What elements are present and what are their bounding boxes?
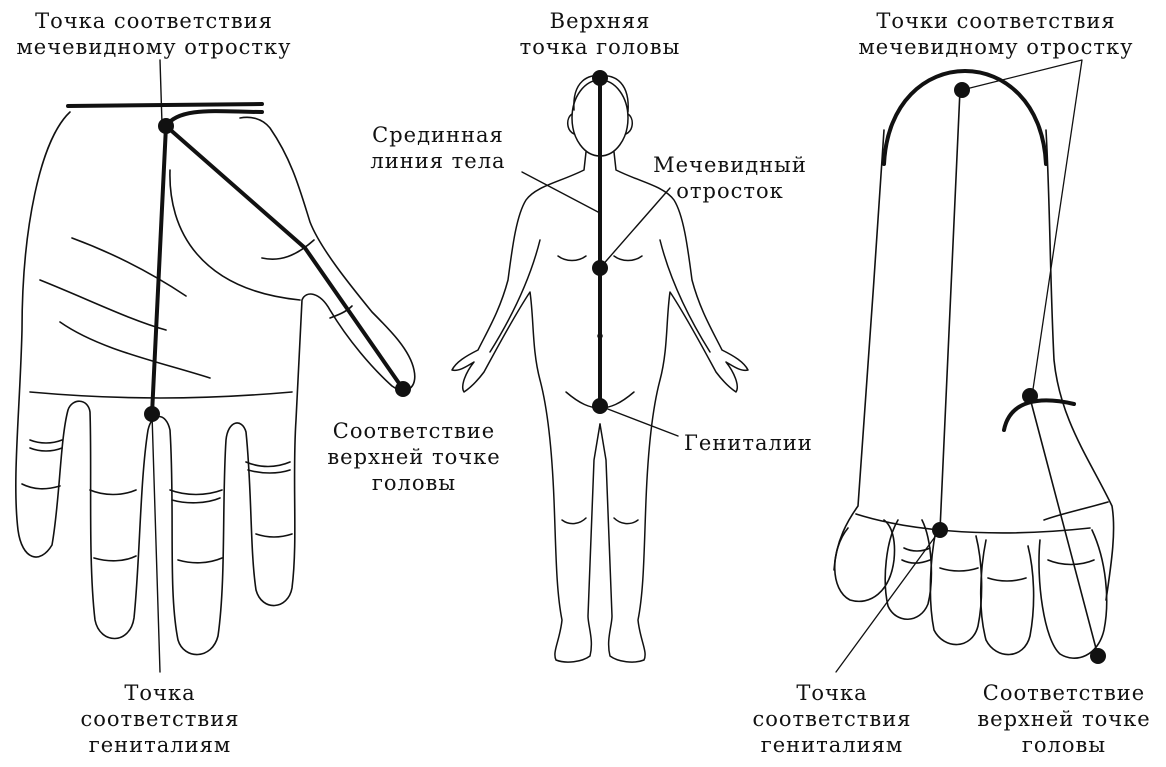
foot-left-edge bbox=[834, 130, 884, 570]
body-genitals-pointer bbox=[600, 406, 678, 436]
foot-points bbox=[932, 82, 1106, 664]
foot-big-toe-line bbox=[1030, 398, 1098, 656]
body-left-side bbox=[452, 152, 600, 662]
foot-toe bbox=[930, 530, 981, 645]
hand-drawing bbox=[16, 112, 415, 655]
hand-crease bbox=[170, 490, 222, 495]
hand-correspondence-lines bbox=[68, 104, 403, 414]
body-chest bbox=[614, 256, 642, 261]
hand-genitals-pointer bbox=[152, 414, 160, 672]
hand-thumb-arc bbox=[166, 111, 262, 126]
foot-midline bbox=[940, 90, 960, 530]
foot-crease bbox=[940, 568, 978, 571]
label-body-xiphoid: Мечевидный отросток bbox=[650, 152, 810, 204]
hand-wrist-bar bbox=[68, 104, 262, 106]
hand-crease bbox=[30, 448, 62, 451]
hand-crease bbox=[256, 534, 292, 537]
label-foot-genitals: Точка соответствия гениталиям bbox=[752, 680, 912, 758]
hand-outline bbox=[16, 112, 415, 655]
foot-crease bbox=[1048, 560, 1094, 565]
hand-midline bbox=[152, 126, 166, 414]
body-right-side bbox=[600, 152, 748, 662]
hand-crease bbox=[30, 440, 62, 443]
body-xiphoid-dot bbox=[592, 260, 608, 276]
body-knee bbox=[562, 518, 586, 524]
label-foot-head-top: Соответствие верхней точке головы bbox=[966, 680, 1162, 758]
foot-crease bbox=[1044, 502, 1108, 520]
body-genitals-dot bbox=[592, 398, 608, 414]
body-knee bbox=[614, 518, 638, 524]
label-body-top: Верхняя точка головы bbox=[510, 8, 690, 60]
foot-xiphoid-pointer bbox=[962, 60, 1082, 396]
hand-crease bbox=[72, 238, 186, 296]
hand-crease bbox=[172, 498, 220, 503]
hand-xiphoid-dot bbox=[158, 118, 174, 134]
label-hand-xiphoid: Точка соответствия мечевидному отростку bbox=[4, 8, 304, 60]
hand-crease bbox=[90, 490, 136, 495]
body-top-dot bbox=[592, 70, 608, 86]
hand-crease bbox=[60, 322, 210, 378]
hand-xiphoid-pointer bbox=[160, 60, 162, 124]
foot-crease bbox=[988, 578, 1026, 581]
hand-crease bbox=[248, 470, 290, 473]
foot-xiphoid-dot bbox=[954, 82, 970, 98]
hand-crease bbox=[22, 484, 60, 489]
foot-xiphoid-dot bbox=[1022, 388, 1038, 404]
foot-head-top-dot bbox=[1090, 648, 1106, 664]
foot-genitals-dot bbox=[932, 522, 948, 538]
label-hand-head-top: Соответствие верхней точке головы bbox=[314, 418, 514, 496]
hand-crease bbox=[30, 392, 292, 398]
label-hand-genitals: Точка соответствия гениталиям bbox=[80, 680, 240, 758]
foot-drawing bbox=[834, 130, 1114, 658]
label-foot-xiphoid: Точки соответствия мечевидному отростку bbox=[846, 8, 1146, 60]
body-inner-arm bbox=[660, 240, 710, 352]
hand-head-top-dot bbox=[395, 381, 411, 397]
foot-toe bbox=[1039, 530, 1107, 658]
hand-genitals-dot bbox=[144, 406, 160, 422]
foot-correspondence-lines bbox=[884, 71, 1074, 430]
label-body-midline: Срединная линия тела bbox=[358, 122, 518, 174]
hand-crease bbox=[178, 558, 222, 563]
body-chest bbox=[558, 256, 586, 261]
hand-crease bbox=[40, 280, 166, 330]
foot-toe bbox=[981, 540, 1034, 655]
hand-crease bbox=[246, 462, 290, 467]
body-inner-arm bbox=[490, 240, 540, 352]
hand-thenar-curve bbox=[170, 170, 300, 300]
label-body-genitals: Гениталии bbox=[684, 430, 834, 456]
hand-crease bbox=[94, 556, 136, 561]
